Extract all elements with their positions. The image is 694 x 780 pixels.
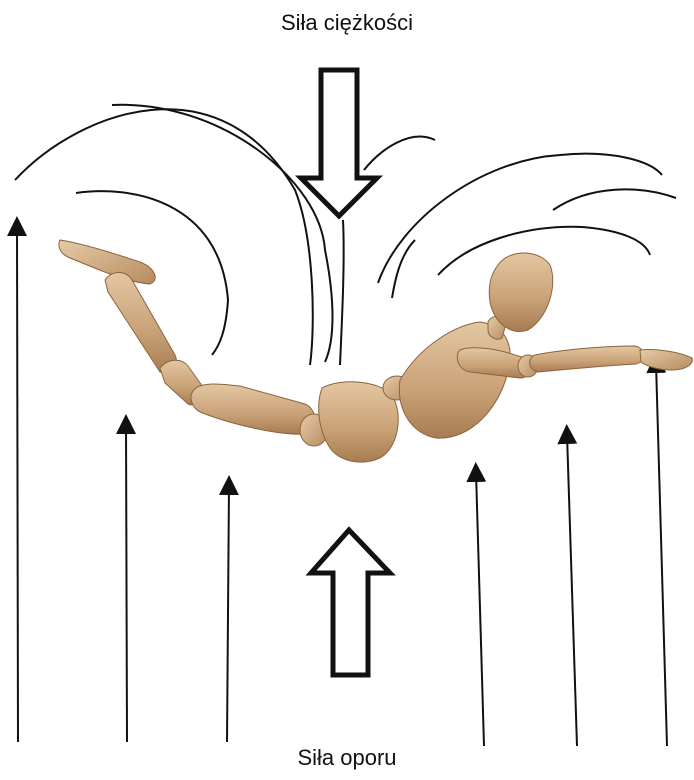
mannequin-head (489, 253, 552, 331)
gravity-arrow-icon (301, 70, 377, 216)
airflow-arrow-icon (567, 434, 577, 746)
mannequin-forearm-left (105, 273, 176, 373)
mannequin-torso (399, 322, 510, 438)
airflow-arrow-icon (476, 472, 484, 746)
mannequin-forearm-right (530, 346, 644, 372)
wooden-mannequin (59, 240, 692, 462)
airflow-curve (553, 189, 676, 210)
mannequin-hand-right (640, 349, 692, 370)
drag-arrow-icon (311, 530, 390, 675)
airflow-arrow-icon (656, 363, 667, 746)
airflow-curve (340, 220, 344, 365)
airflow-arrow-icon (17, 226, 18, 742)
airflow-arrow-icon (227, 485, 229, 742)
mannequin-leg-segment (191, 384, 315, 434)
airflow-arrow-icon (126, 424, 127, 742)
airflow-curve (15, 109, 313, 365)
airflow-curve (364, 137, 435, 170)
